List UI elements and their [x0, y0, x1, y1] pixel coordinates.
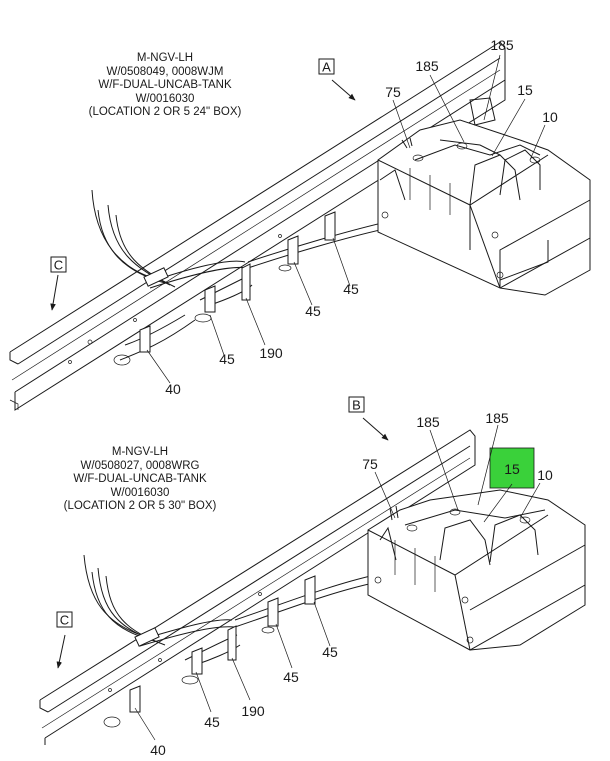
leader-lines-b — [56, 417, 541, 741]
clips-b — [103, 575, 316, 728]
view-label-box-a — [318, 58, 335, 75]
view-label-b: B — [352, 398, 361, 413]
caption-b-line-5: (LOCATION 2 OR 5 30" BOX) — [63, 500, 217, 512]
frame-rail-b — [39, 429, 476, 745]
callout-a-45-mid: 45 — [305, 303, 321, 319]
callout-a-75: 75 — [385, 84, 401, 100]
caption-view-a: M-NGV-LH W/0508049, 0008WJM W/F-DUAL-UNC… — [60, 52, 270, 120]
view-label-box-b — [348, 396, 365, 413]
callout-b-190: 190 — [241, 703, 265, 719]
view-label-a: A — [322, 60, 331, 75]
caption-b-line-1: M-NGV-LH — [111, 446, 169, 458]
callout-a-45-right: 45 — [343, 281, 359, 297]
caption-a-line-1: M-NGV-LH — [136, 52, 194, 64]
leader-lines-a — [50, 54, 546, 384]
callout-a-190: 190 — [259, 345, 283, 361]
callout-b-45-left: 45 — [204, 714, 220, 730]
callout-b-185-left: 185 — [416, 414, 440, 430]
section-label-b: C — [60, 613, 69, 628]
caption-a-line-3: W/F-DUAL-UNCAB-TANK — [98, 79, 232, 91]
section-label-a: C — [54, 258, 63, 273]
callout-a-185: 185 — [415, 58, 439, 74]
frame-rail-a — [9, 41, 506, 411]
caption-a-line-2: W/0508049, 0008WJM — [106, 65, 224, 78]
caption-view-b: M-NGV-LH W/0508027, 0008WRG W/F-DUAL-UNC… — [35, 446, 245, 514]
view-a: A C 185 185 75 15 10 45 45 45 190 40 — [9, 37, 591, 411]
callout-b-75: 75 — [362, 456, 378, 472]
caption-b-line-2: W/0508027, 0008WRG — [80, 459, 200, 472]
section-label-box-b — [56, 611, 73, 628]
battery-box-b — [367, 489, 586, 651]
callout-a-10: 10 — [542, 109, 558, 125]
section-label-box-a — [50, 256, 67, 273]
callout-a-40: 40 — [165, 381, 181, 397]
caption-b-line-4: W/0016030 — [110, 486, 170, 499]
highlight-box-15[interactable] — [489, 447, 535, 489]
callout-b-45-right: 45 — [322, 644, 338, 660]
callout-a-45-left: 45 — [219, 351, 235, 367]
caption-a-line-5: (LOCATION 2 OR 5 24" BOX) — [88, 106, 242, 118]
callout-a-15: 15 — [517, 82, 533, 98]
callout-a-185-top: 185 — [490, 37, 514, 53]
callout-b-185-right: 185 — [485, 410, 509, 426]
caption-b-line-3: W/F-DUAL-UNCAB-TANK — [73, 473, 207, 485]
callout-b-45-mid: 45 — [283, 669, 299, 685]
battery-box-a — [377, 97, 591, 296]
view-b: B C 185 185 75 15 10 45 45 45 190 40 — [39, 396, 586, 758]
callout-b-15: 15 — [504, 461, 520, 477]
callout-b-40: 40 — [150, 742, 166, 758]
clips-a — [113, 211, 336, 366]
caption-a-line-4: W/0016030 — [135, 92, 195, 105]
callout-b-10: 10 — [537, 467, 553, 483]
